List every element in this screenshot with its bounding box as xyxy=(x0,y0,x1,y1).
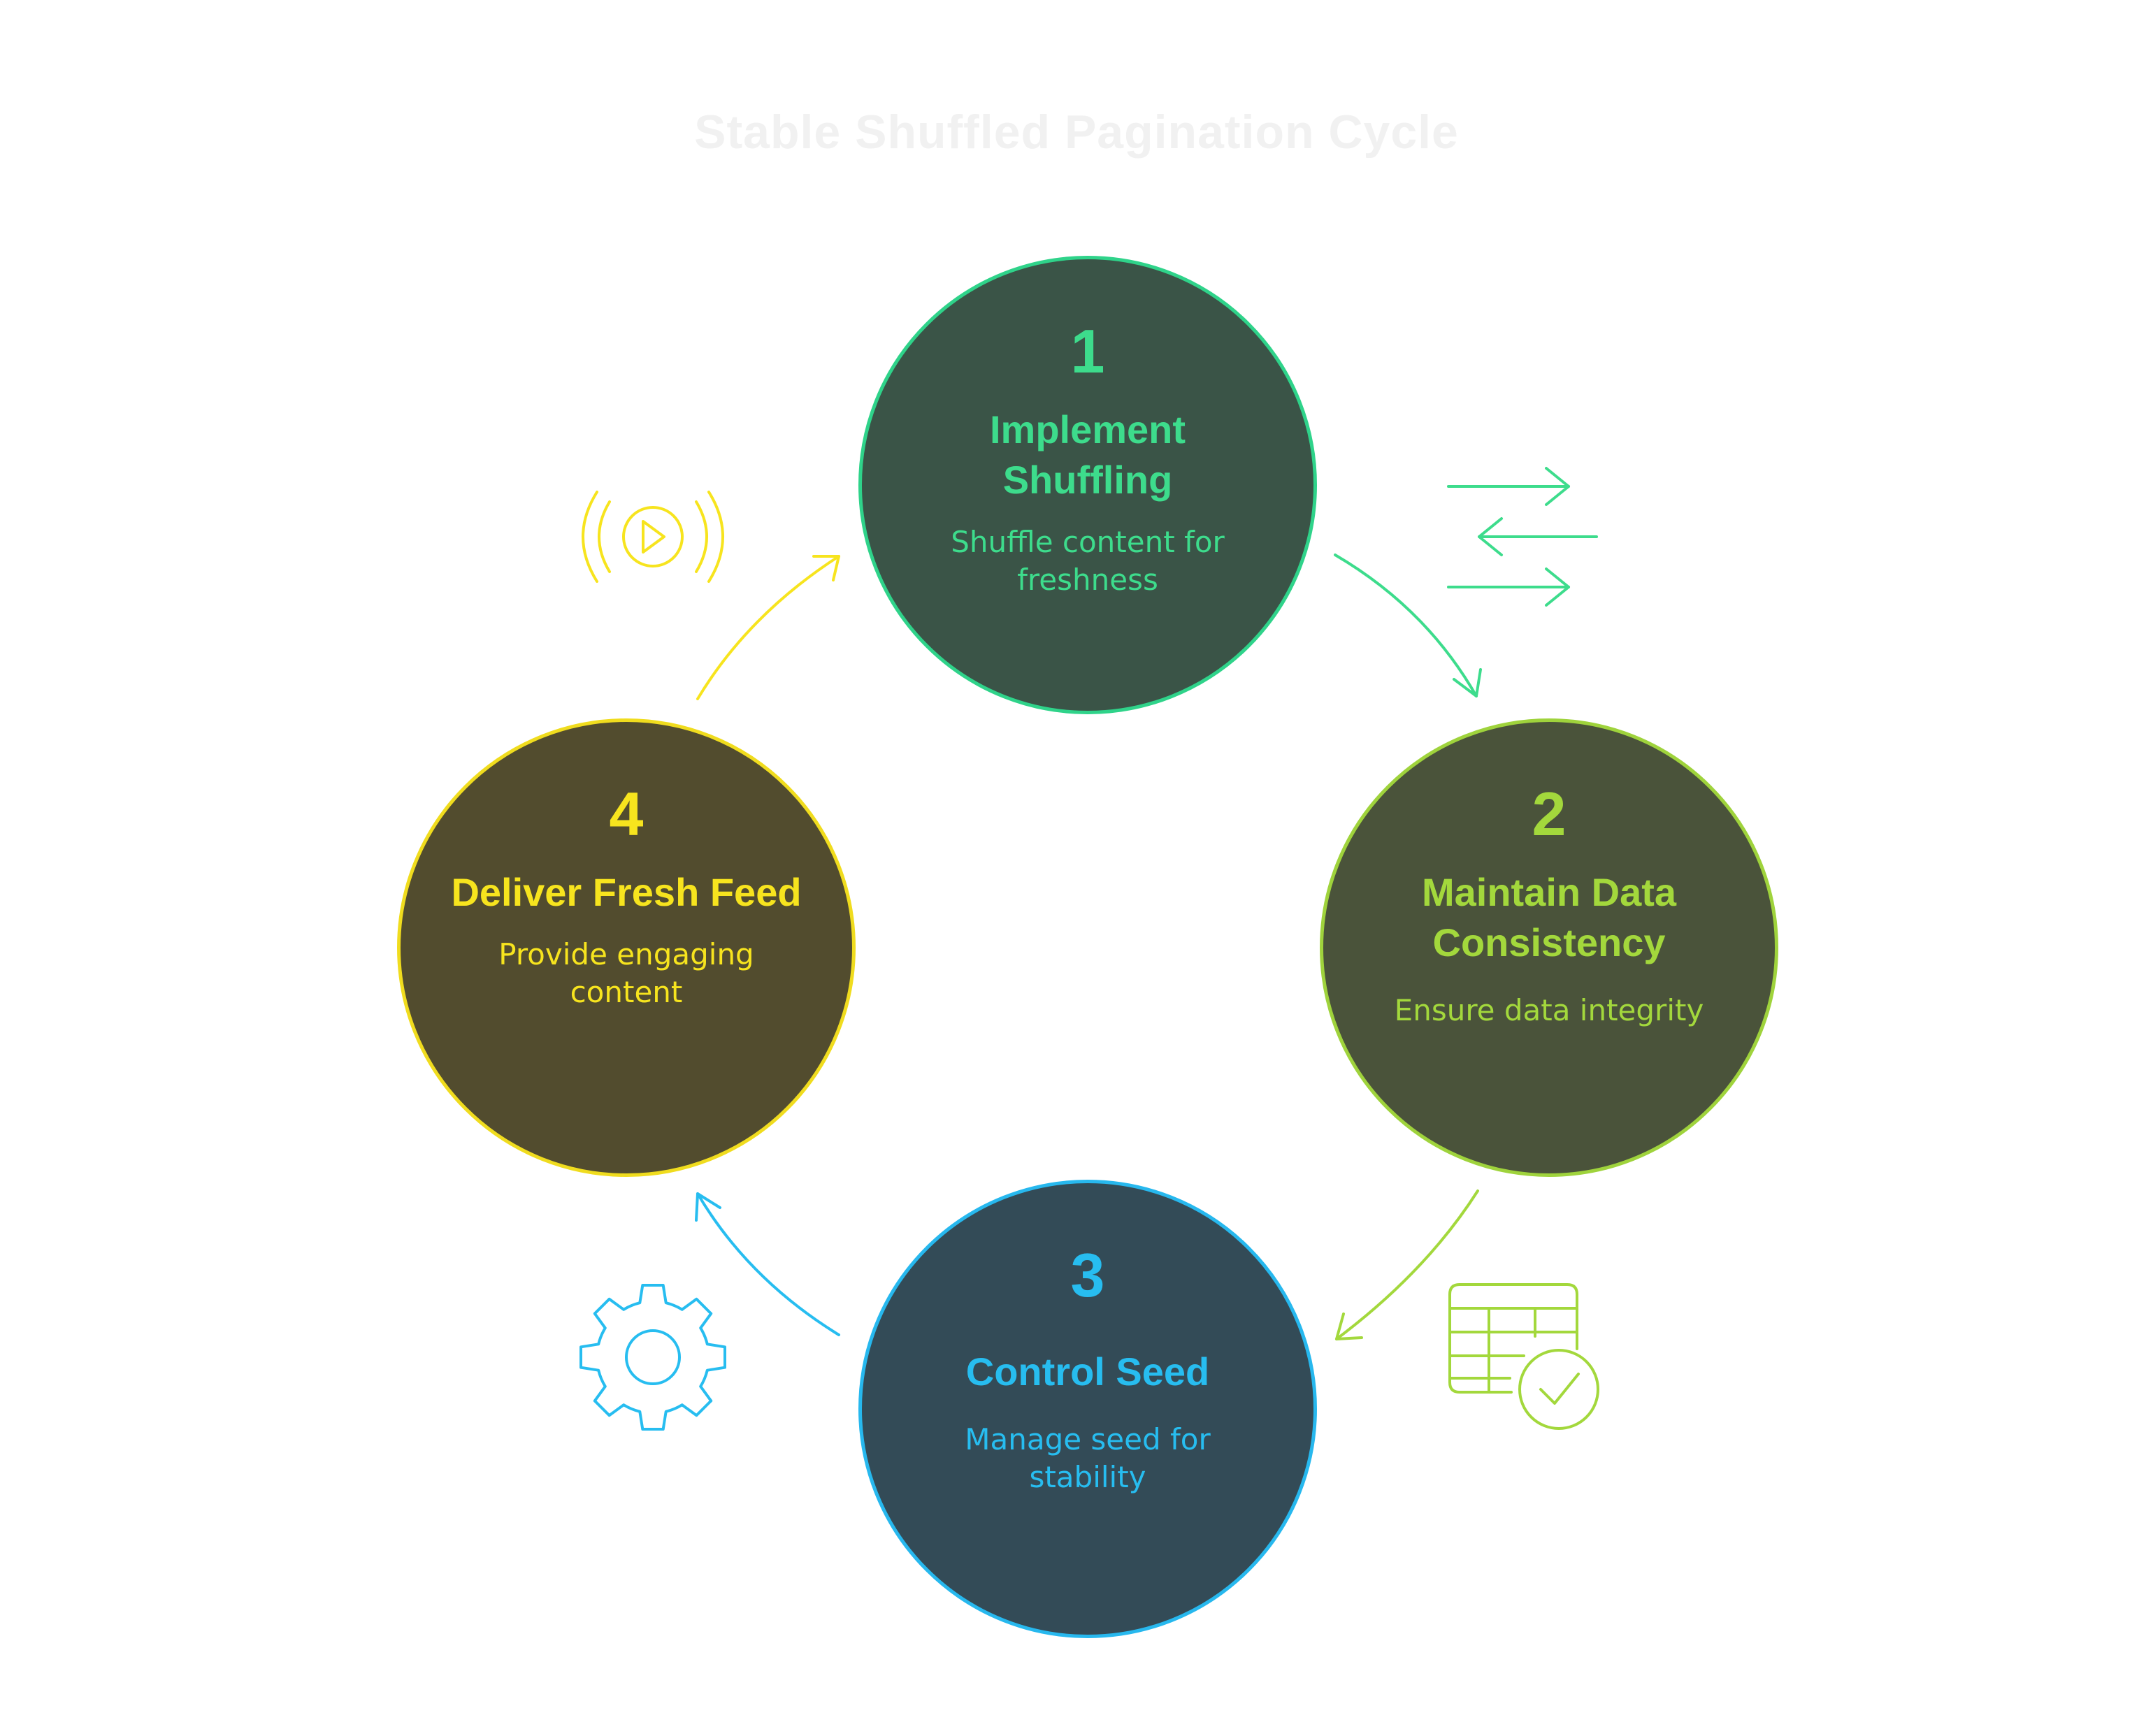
connector-3-to-4 xyxy=(695,1192,840,1336)
step-4-description: Provide engaging content xyxy=(498,937,754,1009)
step-1-description: Shuffle content for freshness xyxy=(951,525,1225,597)
step-1-circle: 1 Implement Shuffling Shuffle content fo… xyxy=(858,256,1317,714)
broadcast-play-icon xyxy=(582,491,724,583)
step-2-circle: 2 Maintain Data Consistency Ensure data … xyxy=(1320,718,1778,1177)
connector-1-to-2 xyxy=(1334,554,1482,697)
table-check-icon xyxy=(1448,1283,1599,1430)
step-4-circle: 4 Deliver Fresh Feed Provide engaging co… xyxy=(397,718,856,1177)
step-3-description: Manage seed for stability xyxy=(965,1422,1211,1494)
step-3-circle: 3 Control Seed Manage seed for stability xyxy=(858,1180,1317,1638)
step-1-number: 1 xyxy=(1070,317,1105,386)
step-3-number: 3 xyxy=(1070,1240,1105,1310)
step-2-number: 2 xyxy=(1532,779,1567,848)
step-4-heading: Deliver Fresh Feed xyxy=(451,870,802,914)
step-1-heading: Implement Shuffling xyxy=(989,407,1186,502)
gear-icon xyxy=(579,1284,726,1431)
shuffle-arrows-icon xyxy=(1447,467,1598,607)
diagram-title: Stable Shuffled Pagination Cycle xyxy=(694,106,1459,159)
connector-2-to-3 xyxy=(1335,1189,1479,1340)
step-2-description: Ensure data integrity xyxy=(1394,993,1704,1027)
step-4-number: 4 xyxy=(609,779,644,848)
step-3-heading: Control Seed xyxy=(965,1350,1210,1394)
step-2-heading: Maintain Data Consistency xyxy=(1421,870,1677,964)
connector-4-to-1 xyxy=(696,555,840,700)
